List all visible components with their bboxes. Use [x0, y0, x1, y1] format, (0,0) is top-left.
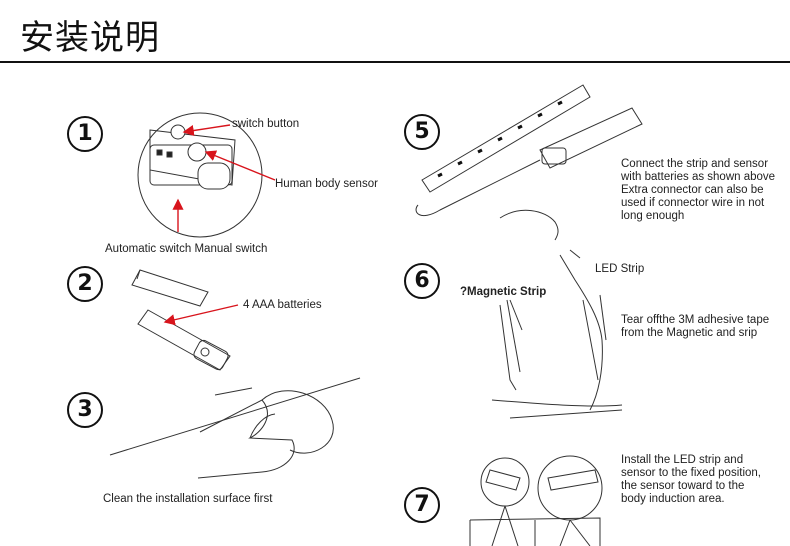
switch-types-label: Automatic switch Manual switch: [105, 243, 268, 255]
step5-line: Extra connector can also be: [621, 184, 764, 196]
step5-line: used if connector wire in not: [621, 197, 765, 209]
step7-instructions: Install the LED strip and sensor to the …: [621, 454, 761, 506]
human-body-sensor-label: Human body sensor: [275, 178, 378, 190]
magnetic-strip-label: ?Magnetic Strip: [460, 286, 547, 298]
led-strip-label: LED Strip: [595, 263, 645, 275]
title-divider: [0, 61, 790, 63]
switch-button-label: switch button: [232, 118, 300, 130]
step5-instructions: Connect the strip and sensor with batter…: [621, 158, 775, 223]
step6-strip-illustration: [491, 249, 623, 419]
step1-sensor-illustration: [137, 112, 276, 238]
step5-line: with batteries as shown above: [621, 171, 776, 183]
step-number-7: 7: [404, 487, 440, 523]
page-title: 安装说明: [20, 18, 160, 58]
step-number-5: 5: [404, 114, 440, 150]
step2-battery-illustration: [131, 269, 239, 371]
step7-line: the sensor toward to the: [621, 480, 745, 492]
batteries-label: 4 AAA batteries: [243, 299, 322, 311]
step3-cleaning-illustration: [109, 377, 361, 479]
step5-strip-illustration: [415, 84, 643, 241]
step-number-6: 6: [404, 263, 440, 299]
step6-line: from the Magnetic and srip: [621, 327, 758, 339]
step7-install-illustration: [469, 455, 603, 546]
step-number-2: 2: [67, 266, 103, 302]
step-number-1: 1: [67, 116, 103, 152]
step7-line: body induction area.: [621, 493, 725, 505]
step7-line: Install the LED strip and: [621, 454, 744, 466]
step5-line: Connect the strip and sensor: [621, 158, 769, 170]
step6-instructions: Tear offthe 3M adhesive tape from the Ma…: [621, 314, 769, 340]
step6-line: Tear offthe 3M adhesive tape: [621, 314, 770, 326]
step5-line: long enough: [621, 210, 685, 222]
clean-surface-caption: Clean the installation surface first: [103, 493, 273, 505]
step-number-3: 3: [67, 392, 103, 428]
step7-line: sensor to the fixed position,: [621, 467, 761, 479]
